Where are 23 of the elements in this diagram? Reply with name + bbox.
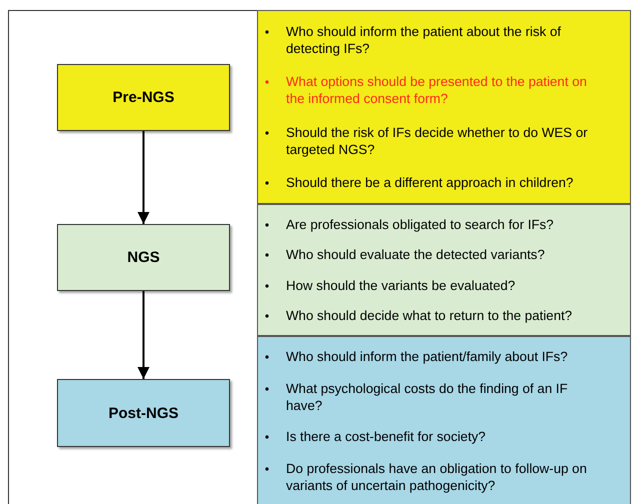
question-text: What options should be presented to the patient on the informed consent form?: [286, 74, 587, 106]
question-panel: [257, 336, 631, 504]
question-text: Do professionals have an obligation to follow-up on variants of uncertain pathogenicity?: [286, 460, 587, 493]
question-text: What psychological costs do the finding of an IF have?: [286, 380, 568, 413]
question-text: Who should decide what to return to the patient?: [286, 308, 572, 324]
arrow: [138, 291, 150, 379]
question-text: Who should inform the patient/family about IFs?: [286, 349, 568, 364]
question-text: Should there be a different approach in children?: [286, 174, 574, 190]
arrow: [138, 131, 150, 224]
question-text: Who should inform the patient about the risk of detecting IFs?: [286, 24, 561, 56]
question-panel: [257, 204, 631, 336]
question-text: Is there a cost-benefit for society?: [286, 429, 486, 444]
question-panel: [257, 10, 631, 204]
question-text: Are professionals obligated to search for IFs?: [286, 216, 554, 232]
question-text: Who should evaluate the detected variants?: [286, 247, 545, 262]
question-text: Should the risk of IFs decide whether to do WES or targeted NGS?: [286, 124, 588, 157]
process-box: [57, 379, 230, 447]
process-box: [57, 64, 230, 131]
stage-label: Pre-NGS: [112, 89, 174, 106]
question-text: How should the variants be evaluated?: [286, 278, 516, 293]
stage-label: Post-NGS: [108, 404, 178, 422]
stage-label: NGS: [127, 249, 160, 266]
process-box: [57, 224, 230, 291]
